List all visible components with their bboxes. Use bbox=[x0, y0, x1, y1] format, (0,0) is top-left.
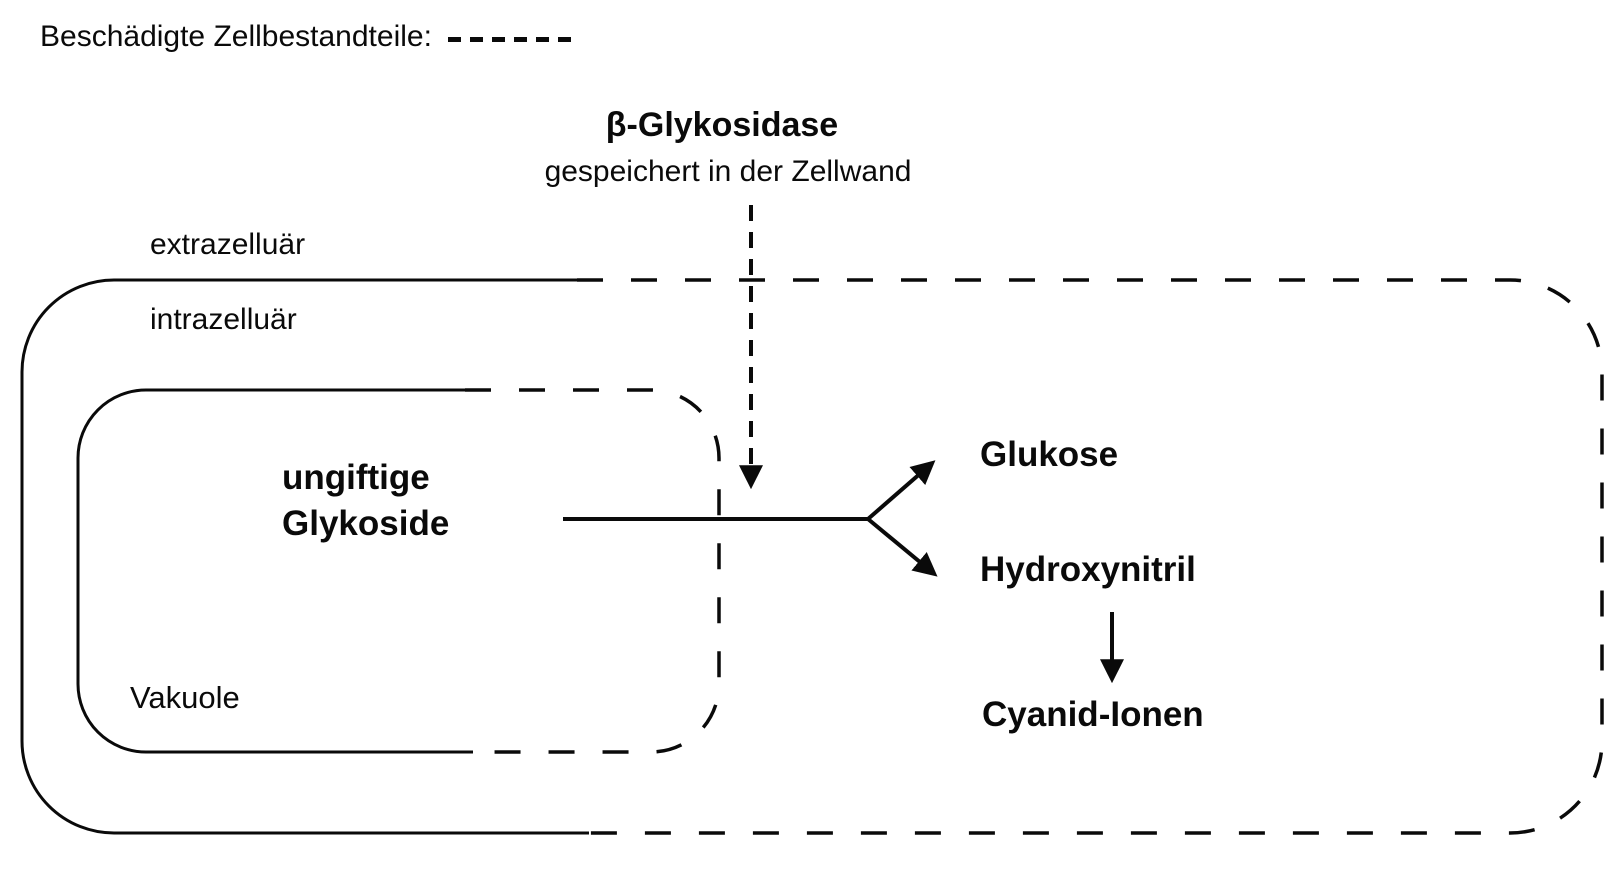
damaged-dash-sample-icon bbox=[447, 36, 580, 42]
enzyme-location: gespeichert in der Zellwand bbox=[544, 155, 912, 188]
substrate-label: ungiftige Glykoside bbox=[282, 455, 449, 547]
substrate-line2: Glykoside bbox=[282, 504, 450, 543]
glucose-arrow-icon bbox=[866, 460, 936, 521]
vacuole-membrane-intact bbox=[76, 388, 473, 754]
legend-label: Beschädigte Zellbestandteile: bbox=[40, 20, 432, 53]
cell-membrane-intact bbox=[20, 278, 589, 835]
vacuole-membrane-damaged bbox=[465, 388, 721, 754]
legend: Beschädigte Zellbestandteile: bbox=[40, 20, 580, 54]
product-hydroxynitrile: Hydroxynitril bbox=[980, 550, 1196, 589]
intracellular-label: intrazelluär bbox=[150, 303, 297, 336]
enzyme-name: β-Glykosidase bbox=[605, 106, 839, 144]
extracellular-label: extrazelluär bbox=[150, 228, 306, 261]
substrate-line1: ungiftige bbox=[282, 458, 430, 497]
hydroxynitrile-arrow-icon bbox=[866, 517, 938, 577]
vacuole-label: Vakuole bbox=[130, 680, 240, 715]
product-glucose: Glukose bbox=[980, 435, 1119, 474]
product-cyanide: Cyanid-Ionen bbox=[982, 695, 1204, 734]
cell-membrane-damaged bbox=[577, 278, 1604, 835]
